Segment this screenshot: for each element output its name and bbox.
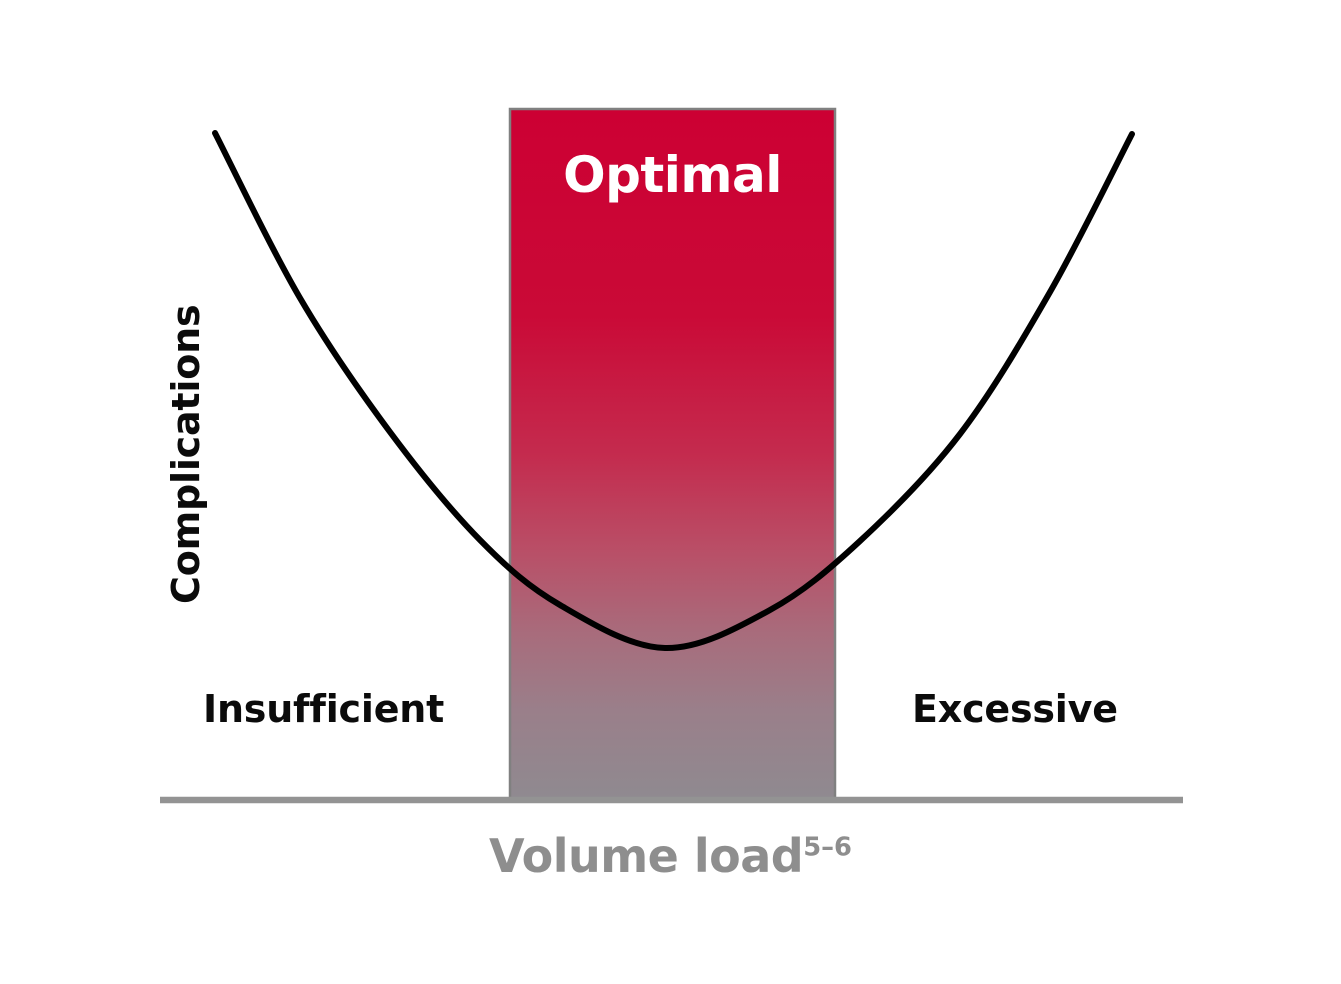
x-axis-label-superscript-reference: 5–6	[803, 832, 852, 863]
x-axis-label-text: Volume load	[489, 829, 804, 883]
optimal-band-label: Optimal	[563, 146, 782, 204]
insufficient-region-label: Insufficient	[203, 687, 445, 731]
optimal-band	[508, 107, 837, 802]
excessive-region-label: Excessive	[912, 687, 1118, 731]
y-axis-label: Complications	[164, 304, 208, 604]
complications-curve	[212, 130, 1135, 652]
x-axis-label: Volume load5–6	[0, 833, 1341, 879]
